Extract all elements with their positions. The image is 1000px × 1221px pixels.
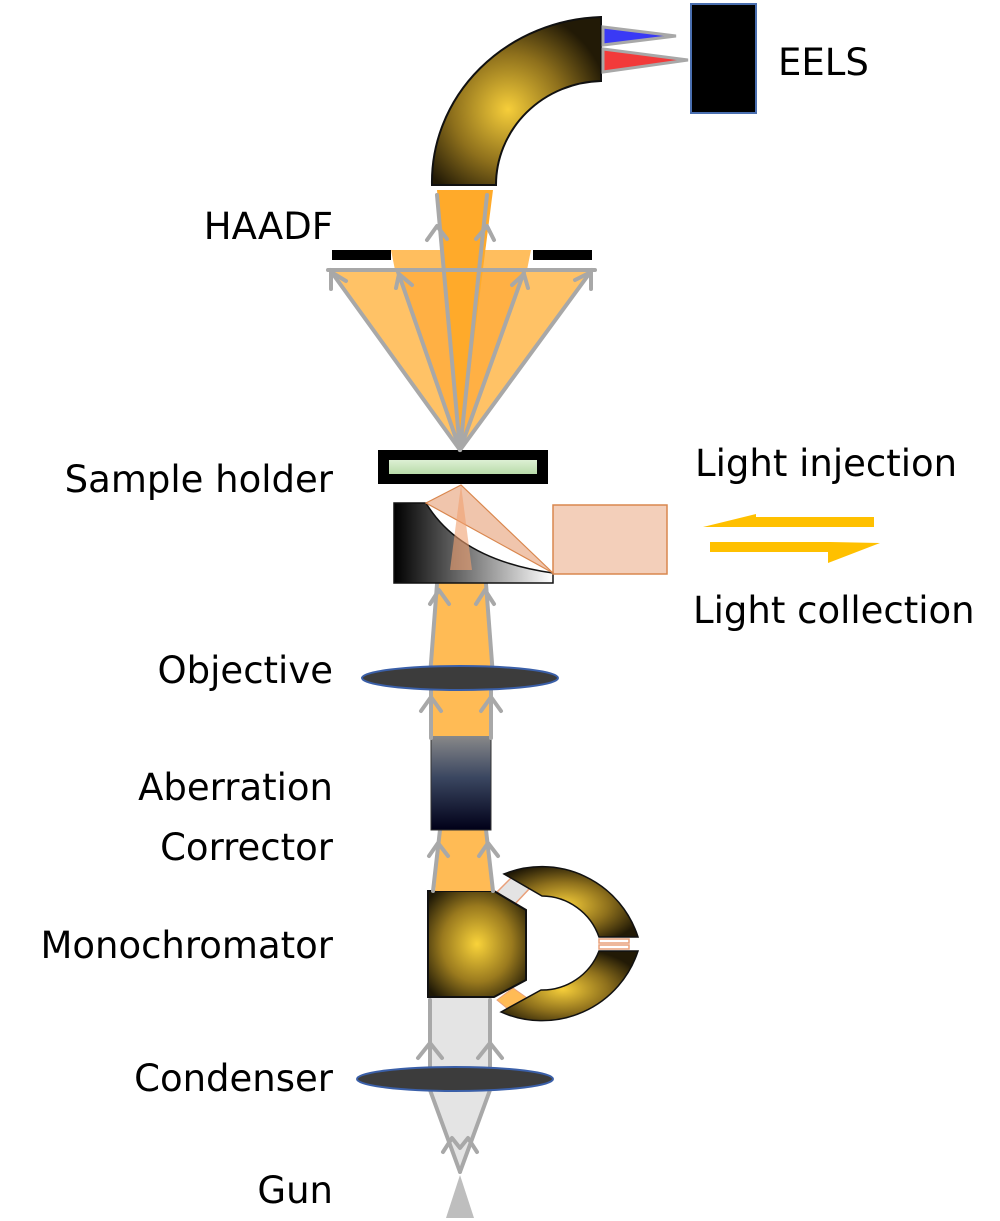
- ray-line: [458, 270, 526, 452]
- ray-arrowhead: [441, 1136, 479, 1154]
- scattered-cone: [326, 190, 597, 452]
- spectrum-blue: [601, 25, 677, 47]
- ray-line: [435, 193, 462, 452]
- ray-line: [428, 582, 439, 678]
- label-condenser: Condenser: [134, 1057, 334, 1100]
- eels-magnet: [430, 15, 602, 186]
- label-gun: Gun: [257, 1169, 333, 1212]
- label-haadf: HAADF: [204, 205, 333, 248]
- light-collection-arrow-icon: [710, 542, 880, 563]
- ray-line: [431, 828, 442, 893]
- label-sample-holder: Sample holder: [65, 458, 334, 501]
- monochromator: [427, 865, 640, 1022]
- ray-line: [484, 828, 495, 893]
- spectrum-red: [601, 47, 689, 74]
- ray-line: [328, 268, 462, 452]
- ray-arrowhead: [416, 1041, 444, 1060]
- ray-arrowhead: [477, 841, 500, 858]
- ray-line: [484, 582, 495, 678]
- haadf-detector-right: [533, 250, 592, 260]
- mono-connector-right: [598, 938, 630, 944]
- haadf-detector-left: [332, 250, 391, 260]
- ray-line: [458, 193, 489, 452]
- label-eels: EELS: [778, 41, 869, 84]
- label-light-collection: Light collection: [693, 589, 975, 632]
- condenser-lens: [356, 1066, 554, 1092]
- aberration-corrector: [430, 734, 492, 831]
- gray-beam-lower: [428, 1080, 492, 1172]
- label-corrector: Corrector: [160, 826, 334, 869]
- light-cone: [424, 484, 554, 574]
- ray-arrowhead: [474, 588, 496, 606]
- sample: [389, 460, 537, 474]
- label-aberration: Aberration: [138, 766, 333, 809]
- eels-detector: [690, 3, 757, 114]
- objective-lens: [361, 665, 559, 691]
- ray-arrowhead: [479, 695, 503, 713]
- mono-magnet-lower: [499, 950, 640, 1022]
- mono-body: [427, 890, 527, 998]
- ray-arrowhead: [510, 272, 530, 290]
- light-beam: [552, 504, 668, 575]
- ray-arrowhead: [394, 272, 414, 290]
- label-light-injection: Light injection: [695, 442, 957, 485]
- ray-arrowhead: [425, 224, 449, 242]
- light-injection-arrow-icon: [703, 514, 874, 527]
- ray-arrowhead: [329, 270, 348, 291]
- ray-line: [458, 268, 594, 452]
- gray-beam-upper: [428, 995, 492, 1080]
- ray-arrowhead: [474, 224, 496, 242]
- electron-beam-through-mirror: [450, 485, 472, 570]
- ray-line: [396, 270, 462, 452]
- ray-arrowhead: [427, 841, 450, 858]
- gun-icon: [446, 1175, 474, 1218]
- ray-arrowhead: [476, 1041, 504, 1060]
- ray-arrowhead: [428, 588, 451, 606]
- beam-segment: [435, 828, 492, 891]
- ray-arrowhead: [573, 270, 593, 291]
- mono-connector-right: [598, 944, 630, 950]
- mono-magnet-upper: [502, 865, 640, 938]
- beam-segment: [432, 582, 492, 678]
- ray-arrowhead: [419, 695, 443, 713]
- label-monochromator: Monochromator: [40, 924, 333, 967]
- label-objective: Objective: [158, 649, 333, 692]
